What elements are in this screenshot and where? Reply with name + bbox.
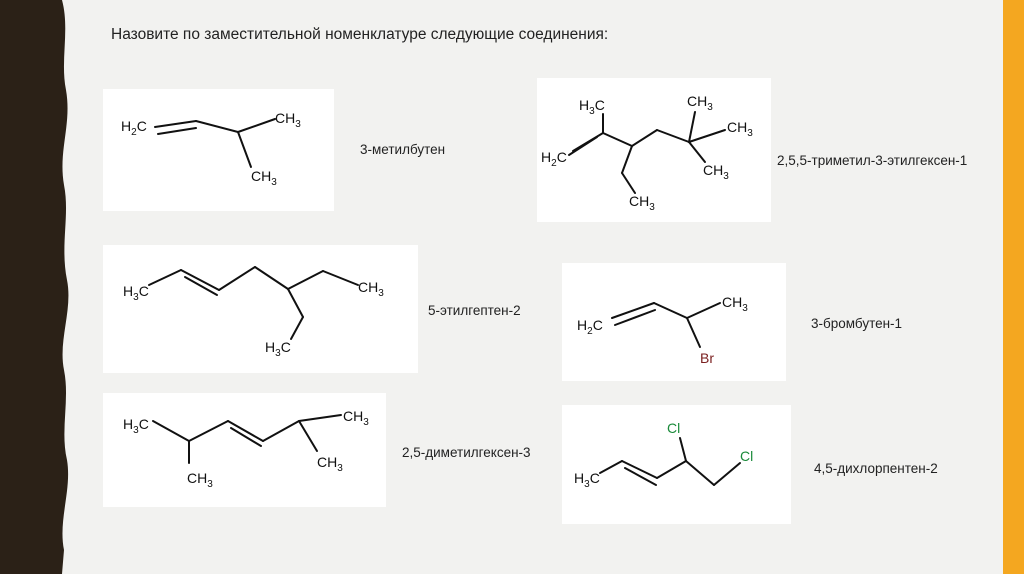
right-accent-bar — [1003, 0, 1024, 574]
bond — [184, 276, 218, 296]
bond — [227, 420, 264, 442]
slide-title: Назовите по заместительной номенклатуре … — [111, 26, 609, 43]
bond — [287, 288, 304, 318]
atom-label: CH3 — [251, 168, 277, 188]
atom-label: CH3 — [358, 279, 384, 299]
compound-name-4: 3-бромбутен-1 — [811, 316, 903, 331]
bond — [218, 266, 256, 291]
structure-card-5: H3C CH3 CH3 CH3 — [103, 393, 386, 507]
bond — [237, 131, 252, 168]
atom-label: H3C — [579, 97, 605, 117]
bond — [152, 420, 190, 442]
compound-name-3: 5-этилгептен-2 — [428, 303, 521, 318]
bond — [688, 111, 696, 143]
atom-label: CH3 — [187, 470, 213, 490]
atom-label: H2C — [541, 149, 567, 169]
bond — [602, 132, 633, 147]
bond — [298, 414, 342, 422]
bond — [148, 269, 182, 286]
bond — [237, 118, 276, 133]
compound-name-6: 4,5-дихлорпентен-2 — [814, 461, 938, 476]
atom-label: CH3 — [703, 162, 729, 182]
bond — [599, 460, 623, 474]
compound-name-2: 2,5,5-триметил-3-этилгексен-1 — [777, 153, 968, 168]
bond — [624, 467, 657, 486]
bond — [713, 462, 741, 486]
bond — [686, 302, 721, 319]
bond — [254, 266, 289, 290]
atom-label: CH3 — [722, 294, 748, 314]
left-decorative-strip — [0, 0, 69, 574]
bond — [621, 460, 658, 479]
structure-2-svg: H3C CH3 CH3 H2C CH3 CH3 — [541, 93, 753, 213]
bond — [180, 269, 220, 291]
structure-card-2: H3C CH3 CH3 H2C CH3 CH3 — [537, 78, 771, 222]
structure-3-svg: H3C CH3 H3C — [123, 266, 384, 359]
atom-label: CH3 — [343, 408, 369, 428]
bond — [188, 420, 229, 442]
atom-label: H3C — [123, 416, 149, 436]
bond — [195, 120, 239, 133]
bond — [656, 460, 687, 479]
bond — [621, 145, 633, 174]
compound-name-5: 2,5-диметилгексен-3 — [402, 445, 531, 460]
bond — [631, 129, 658, 147]
bond — [568, 136, 598, 156]
bond — [688, 129, 726, 143]
atom-label: H3C — [574, 470, 600, 490]
atom-label: H2C — [121, 118, 147, 138]
structure-card-4: H2C CH3 Br — [562, 263, 786, 381]
structure-5-svg: H3C CH3 CH3 CH3 — [123, 408, 369, 490]
bond — [287, 270, 324, 290]
bond — [621, 172, 636, 194]
bond — [614, 309, 656, 326]
bond — [686, 317, 701, 348]
structure-card-1: H2C CH3 CH3 — [103, 89, 334, 211]
bond — [262, 420, 300, 442]
atom-label: CH3 — [629, 193, 655, 213]
structure-1-svg: H2C CH3 CH3 — [121, 110, 301, 188]
structure-card-6: Cl Cl H3C — [562, 405, 791, 524]
structure-4-svg: H2C CH3 Br — [577, 294, 748, 366]
bond — [298, 420, 318, 452]
atom-label: H3C — [123, 283, 149, 303]
bond — [154, 120, 197, 128]
compound-name-1: 3-метилбутен — [360, 142, 446, 157]
bond — [656, 129, 690, 143]
bond — [653, 302, 688, 319]
chlorine-label: Cl — [740, 448, 753, 464]
bond — [688, 141, 706, 163]
atom-label: CH3 — [687, 93, 713, 113]
bond — [685, 460, 715, 486]
bond — [157, 127, 197, 135]
bromine-label: Br — [700, 350, 714, 366]
structure-6-svg: Cl Cl H3C — [574, 420, 753, 490]
structure-card-3: H3C CH3 H3C — [103, 245, 418, 373]
atom-label: CH3 — [317, 454, 343, 474]
chlorine-label: Cl — [667, 420, 680, 436]
bond — [611, 302, 655, 319]
bond — [290, 316, 304, 340]
bond — [322, 270, 359, 286]
atom-label: CH3 — [727, 119, 753, 139]
atom-label: H2C — [577, 317, 603, 337]
atom-label: H3C — [265, 339, 291, 359]
bond — [679, 437, 687, 462]
atom-label: CH3 — [275, 110, 301, 130]
bond — [230, 427, 262, 447]
